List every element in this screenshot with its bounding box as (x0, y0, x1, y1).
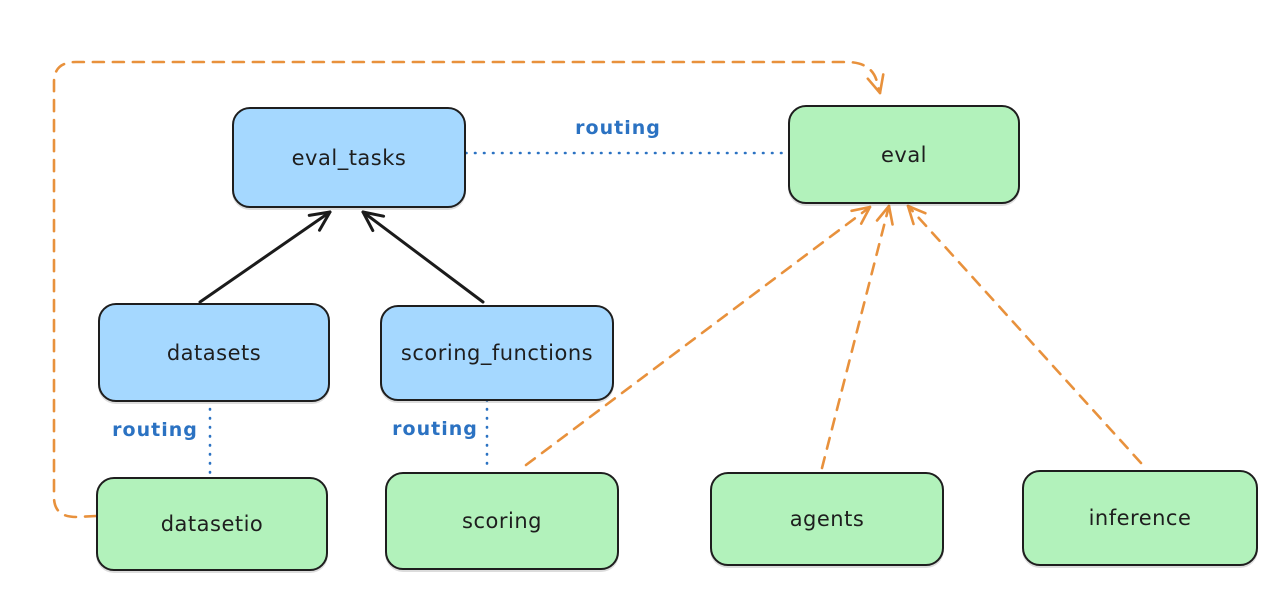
node-datasets: datasets (98, 303, 330, 402)
edge-scoring-to-eval (524, 205, 872, 467)
node-scoring-functions-label: scoring_functions (400, 341, 594, 365)
node-eval-tasks-label: eval_tasks (291, 145, 407, 170)
edge-datasets-to-eval-tasks (198, 210, 332, 304)
node-inference-label: inference (1088, 506, 1192, 530)
edge-datasetio-to-eval (52, 60, 885, 519)
node-eval-tasks: eval_tasks (232, 107, 466, 208)
node-scoring-functions: scoring_functions (380, 305, 614, 401)
edge-inference-to-eval (906, 204, 1143, 465)
node-datasetio: datasetio (96, 477, 328, 571)
edge-label-routing-eval-tasks-eval: routing (575, 117, 661, 139)
edge-label-routing-scoring-functions-scoring: routing (392, 418, 478, 440)
node-datasets-label: datasets (166, 340, 262, 365)
node-agents: agents (710, 472, 944, 566)
edge-agents-to-eval (820, 204, 894, 470)
node-eval: eval (788, 105, 1020, 204)
edge-scoring-functions-to-eval-tasks (361, 210, 485, 304)
node-eval-label: eval (880, 142, 928, 167)
node-agents-label: agents (789, 507, 865, 531)
node-datasetio-label: datasetio (160, 512, 264, 536)
node-scoring-label: scoring (462, 509, 542, 533)
node-scoring: scoring (385, 472, 619, 570)
edge-label-routing-datasets-datasetio: routing (112, 419, 198, 441)
node-inference: inference (1022, 470, 1258, 566)
